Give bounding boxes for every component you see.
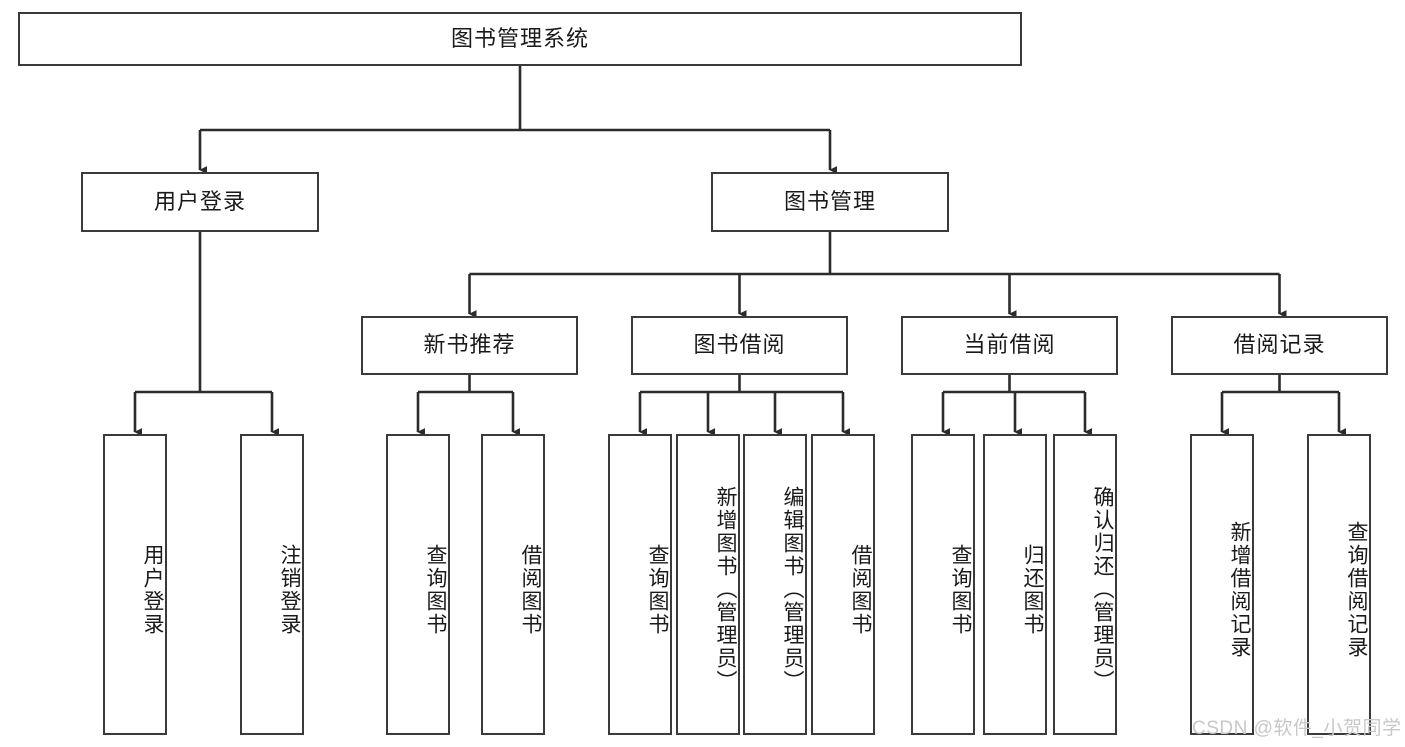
node-root[interactable]: 图书管理系统 bbox=[18, 12, 1022, 66]
node-label: 借阅记录 bbox=[1233, 332, 1326, 358]
node-leaf-borrow-1[interactable]: 借阅图书 bbox=[481, 434, 545, 735]
node-leaf-query-1[interactable]: 查询图书 bbox=[386, 434, 450, 735]
node-new-book-rec[interactable]: 新书推荐 bbox=[361, 316, 578, 375]
node-label: 注销登录 bbox=[278, 543, 301, 636]
node-label: 用户登录 bbox=[141, 543, 164, 636]
node-label: 当前借阅 bbox=[963, 332, 1056, 358]
node-label: 新增图书（管理员） bbox=[714, 486, 737, 693]
node-leaf-user-login[interactable]: 用户登录 bbox=[103, 434, 167, 735]
node-label: 确认归还（管理员） bbox=[1091, 486, 1114, 693]
node-label: 查询图书 bbox=[646, 543, 669, 636]
node-leaf-query-rec[interactable]: 查询借阅记录 bbox=[1307, 434, 1371, 735]
node-leaf-return[interactable]: 归还图书 bbox=[983, 434, 1047, 735]
node-leaf-query-2[interactable]: 查询图书 bbox=[608, 434, 672, 735]
node-label: 图书借阅 bbox=[693, 332, 786, 358]
node-current-borrow[interactable]: 当前借阅 bbox=[901, 316, 1118, 375]
node-leaf-edit-book[interactable]: 编辑图书（管理员） bbox=[743, 434, 807, 735]
node-label: 查询图书 bbox=[424, 543, 447, 636]
node-label: 图书管理 bbox=[783, 188, 876, 214]
node-label: 新书推荐 bbox=[423, 332, 516, 358]
node-label: 新增借阅记录 bbox=[1228, 520, 1251, 659]
node-leaf-query-3[interactable]: 查询图书 bbox=[911, 434, 975, 735]
node-leaf-add-rec[interactable]: 新增借阅记录 bbox=[1190, 434, 1254, 735]
node-label: 借阅图书 bbox=[849, 543, 872, 636]
node-user-login[interactable]: 用户登录 bbox=[81, 172, 319, 232]
node-label: 查询借阅记录 bbox=[1345, 520, 1368, 659]
node-leaf-borrow-2[interactable]: 借阅图书 bbox=[811, 434, 875, 735]
node-leaf-add-book[interactable]: 新增图书（管理员） bbox=[676, 434, 740, 735]
node-label: 归还图书 bbox=[1021, 543, 1044, 636]
node-book-borrow[interactable]: 图书借阅 bbox=[631, 316, 848, 375]
node-label: 编辑图书（管理员） bbox=[781, 486, 804, 693]
node-label: 图书管理系统 bbox=[450, 25, 589, 51]
node-leaf-logout[interactable]: 注销登录 bbox=[240, 434, 304, 735]
node-borrow-record[interactable]: 借阅记录 bbox=[1171, 316, 1388, 375]
node-label: 用户登录 bbox=[153, 188, 246, 214]
node-label: 借阅图书 bbox=[519, 543, 542, 636]
node-label: 查询图书 bbox=[949, 543, 972, 636]
node-leaf-confirm[interactable]: 确认归还（管理员） bbox=[1053, 434, 1117, 735]
node-book-manage[interactable]: 图书管理 bbox=[711, 172, 949, 232]
